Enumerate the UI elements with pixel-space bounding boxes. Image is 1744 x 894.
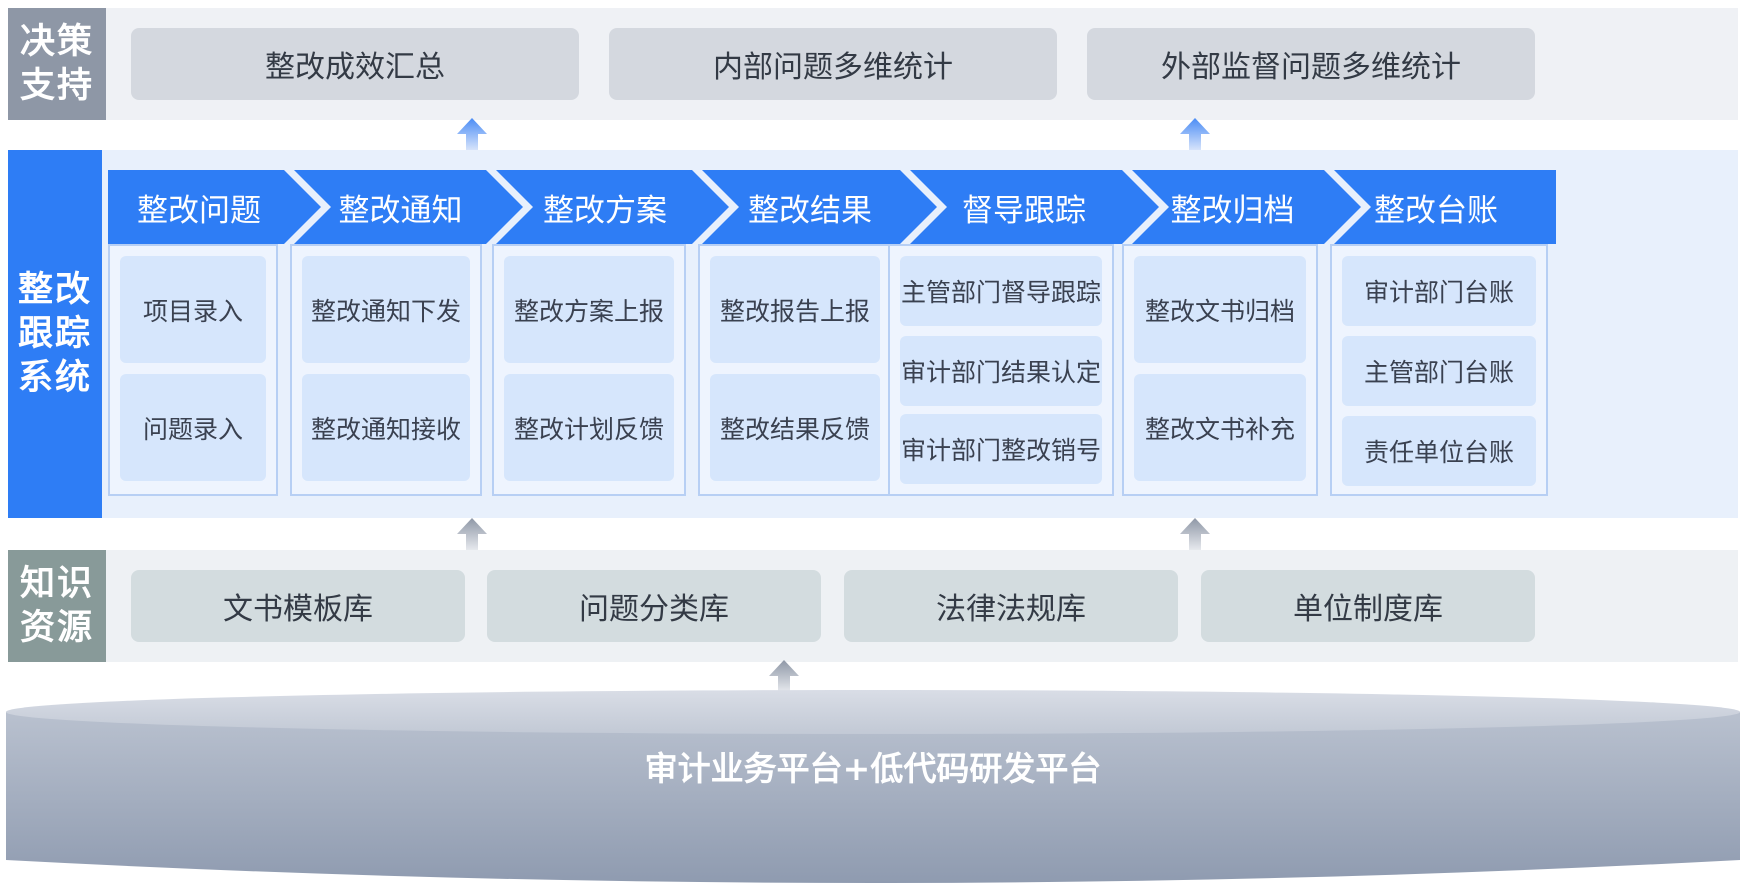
tracking-label-text: 整改 跟踪 系统 <box>17 270 92 398</box>
column-result: 整改报告上报 整改结果反馈 <box>698 244 892 496</box>
up-arrow-icon <box>1180 518 1210 552</box>
item-result-confirm: 审计部门结果认定 <box>900 336 1102 406</box>
chevron-label-3: 整改方案 <box>543 192 667 229</box>
chevron-step-2 <box>294 170 523 244</box>
item-supervision-tracking: 主管部门督导跟踪 <box>900 256 1102 326</box>
knowledge-item-classification: 问题分类库 <box>487 570 821 642</box>
decision-item-summary: 整改成效汇总 <box>131 28 579 100</box>
chevron-step-1 <box>108 170 321 244</box>
column-plan: 整改方案上报 整改计划反馈 <box>492 244 686 496</box>
item-notice-issue: 整改通知下发 <box>302 256 470 363</box>
knowledge-label-text: 知识 资源 <box>19 564 94 648</box>
column-problems: 项目录入 问题录入 <box>108 244 278 496</box>
chevron-step-7 <box>1334 170 1556 244</box>
item-audit-ledger: 审计部门台账 <box>1342 256 1536 326</box>
chevron-step-3 <box>496 170 729 244</box>
up-arrow-icon <box>1180 118 1210 152</box>
up-arrow-icon <box>457 118 487 152</box>
item-unit-ledger: 责任单位台账 <box>1342 416 1536 486</box>
platform-label: 审计业务平台+低代码研发平台 <box>644 749 1102 788</box>
item-plan-report: 整改方案上报 <box>504 256 674 363</box>
item-result-feedback: 整改结果反馈 <box>710 374 880 481</box>
item-project-entry: 项目录入 <box>120 256 266 363</box>
item-plan-feedback: 整改计划反馈 <box>504 374 674 481</box>
up-arrow-icon <box>769 660 799 694</box>
chevron-label-7: 整改台账 <box>1374 192 1498 229</box>
up-arrow-icon <box>457 518 487 552</box>
chevron-label-6: 整改归档 <box>1170 192 1295 229</box>
chevron-label-2: 整改通知 <box>338 192 463 229</box>
knowledge-item-unit-rules: 单位制度库 <box>1201 570 1535 642</box>
chevron-step-5 <box>910 170 1159 244</box>
item-close-out: 审计部门整改销号 <box>900 414 1102 484</box>
tracking-label: 整改 跟踪 系统 <box>8 150 102 518</box>
chevron-label-4: 整改结果 <box>748 192 872 229</box>
item-dept-ledger: 主管部门台账 <box>1342 336 1536 406</box>
process-chevrons <box>108 170 1556 244</box>
chevron-label-1: 整改问题 <box>137 192 261 229</box>
decision-item-external-stats: 外部监督问题多维统计 <box>1087 28 1535 100</box>
decision-item-internal-stats: 内部问题多维统计 <box>609 28 1057 100</box>
knowledge-item-laws: 法律法规库 <box>844 570 1178 642</box>
item-report-submit: 整改报告上报 <box>710 256 880 363</box>
column-archive: 整改文书归档 整改文书补充 <box>1122 244 1318 496</box>
column-supervision: 主管部门督导跟踪 审计部门结果认定 审计部门整改销号 <box>888 244 1114 496</box>
item-doc-archive: 整改文书归档 <box>1134 256 1306 363</box>
chevron-label-5: 督导跟踪 <box>962 192 1086 229</box>
knowledge-label: 知识 资源 <box>8 550 106 662</box>
column-ledger: 审计部门台账 主管部门台账 责任单位台账 <box>1330 244 1548 496</box>
column-notice: 整改通知下发 整改通知接收 <box>290 244 482 496</box>
item-notice-receive: 整改通知接收 <box>302 374 470 481</box>
item-doc-supplement: 整改文书补充 <box>1134 374 1306 481</box>
item-problem-entry: 问题录入 <box>120 374 266 481</box>
decision-label: 决策 支持 <box>8 8 106 120</box>
chevron-step-6 <box>1132 170 1361 244</box>
decision-label-text: 决策 支持 <box>19 22 94 106</box>
knowledge-item-templates: 文书模板库 <box>131 570 465 642</box>
chevron-step-4 <box>702 170 937 244</box>
platform-base <box>6 690 1740 883</box>
